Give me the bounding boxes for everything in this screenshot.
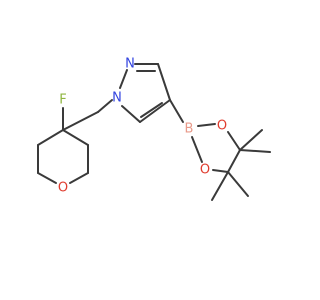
bond-c4-ch2 [62, 111, 99, 131]
bond-b-o2 [191, 136, 203, 163]
atom-labels: F O N N B O O [58, 57, 227, 196]
bond-methyl-2 [239, 149, 271, 153]
dioxaborolane-o1-atom-label: O [217, 119, 227, 134]
bond-c4-c5-double-inner [140, 102, 163, 118]
bond-c2-o [37, 172, 57, 184]
bond-o-c6 [69, 172, 89, 184]
bond-methyl-3 [211, 171, 229, 201]
bond-c4-b [169, 99, 184, 123]
bond-c5-c4 [62, 129, 89, 146]
bond-methyl-4 [227, 171, 249, 197]
bond-c4-c5-double [139, 99, 171, 123]
bond-ch2-n1 [97, 99, 113, 113]
dioxaborolane-o2-atom-label: O [200, 163, 210, 178]
bond-o2-c [212, 169, 229, 173]
pyrazole-n1-atom-label: N [112, 91, 122, 106]
bond-c3-c4 [157, 63, 171, 101]
fluorine-atom-label: F [59, 93, 66, 108]
ring-oxygen-atom-label: O [58, 181, 68, 196]
bond-methyl-1 [239, 129, 263, 151]
molecule-structure-diagram: F O N N B O O [37, 57, 271, 201]
boron-atom-label: B [185, 122, 194, 137]
bond-b-o1 [197, 123, 216, 127]
bond-c-c [227, 149, 241, 173]
bond-o1-c [227, 131, 241, 151]
bond-n1-n2 [119, 69, 128, 89]
bond-c4-c3 [37, 129, 64, 146]
pyrazole-n2-atom-label: N [125, 57, 135, 72]
bonds [37, 63, 271, 201]
bond-c5-n1 [121, 105, 141, 123]
